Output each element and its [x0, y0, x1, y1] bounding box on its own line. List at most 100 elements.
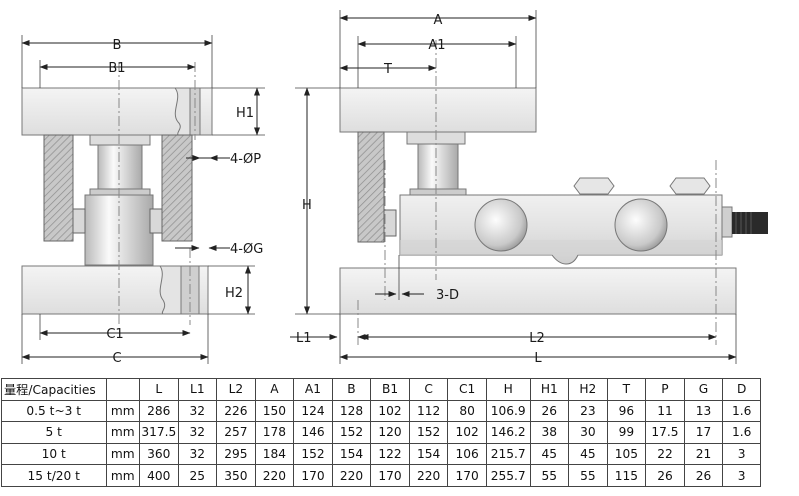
table-cell: 10 t [1, 442, 107, 466]
left-bracket [43, 134, 74, 242]
table-cell: 115 [606, 464, 647, 487]
label-H: H [302, 198, 312, 213]
table-cell: 102 [447, 421, 487, 444]
side-bracket-nut [383, 209, 397, 237]
right-nut [149, 208, 163, 234]
table-cell: 3 [722, 464, 761, 487]
table-cell: 220 [254, 464, 295, 487]
table-cell: 257 [216, 421, 256, 444]
table-cell: mm [105, 464, 140, 487]
table-cell: 32 [177, 421, 218, 444]
table-cell: mm [105, 399, 140, 423]
label-L2: L2 [529, 331, 545, 346]
table-cell: 220 [408, 464, 449, 487]
header-A1: A1 [293, 378, 333, 401]
table-cell: 170 [370, 464, 410, 487]
table-cell: 3 [722, 442, 761, 466]
label-P: 4-ØP [230, 152, 261, 167]
header-unit [105, 378, 140, 401]
left-nut [72, 208, 86, 234]
side-view: A A1 T H 3-D L1 L2 L [290, 10, 768, 366]
table-cell: 17 [683, 421, 724, 444]
header-H: H [485, 378, 531, 401]
side-pin [417, 143, 459, 190]
table-cell: 55 [568, 464, 608, 487]
bolt-head-1 [573, 177, 615, 195]
header-capacities: 量程/Capacities [1, 378, 107, 401]
table-cell: 32 [177, 442, 218, 466]
label-H1: H1 [236, 106, 254, 121]
table-cell: 26 [683, 464, 724, 487]
header-C: C [408, 378, 449, 401]
label-H2: H2 [225, 286, 243, 301]
strain-disc-right [614, 198, 668, 252]
table-row: 15 t/20 t mm 400 25 350 220 170 220 170 … [1, 464, 761, 487]
table-cell: 102 [370, 399, 410, 423]
table-cell: 99 [606, 421, 647, 444]
table-cell: 5 t [1, 421, 107, 444]
table-cell: 152 [408, 421, 449, 444]
table-cell: 286 [138, 399, 179, 423]
table-cell: 255.7 [485, 464, 531, 487]
table-cell: 122 [370, 442, 410, 466]
table-cell: 55 [529, 464, 570, 487]
pin-base [89, 188, 151, 196]
label-B: B [113, 38, 122, 53]
label-C1: C1 [106, 327, 123, 342]
header-L2: L2 [216, 378, 256, 401]
table-cell: mm [105, 421, 140, 444]
table-cell: 1.6 [722, 399, 761, 423]
table-cell: 21 [683, 442, 724, 466]
table-row: 5 t mm 317.5 32 257 178 146 152 120 152 … [1, 421, 761, 444]
table-cell: 317.5 [138, 421, 179, 444]
table-cell: 170 [447, 464, 487, 487]
label-L1: L1 [296, 331, 312, 346]
table-cell: 128 [331, 399, 372, 423]
header-H2: H2 [568, 378, 608, 401]
table-cell: 17.5 [645, 421, 685, 444]
table-cell: 0.5 t~3 t [1, 399, 107, 423]
table-cell: 360 [138, 442, 179, 466]
table-cell: 80 [447, 399, 487, 423]
header-P: P [645, 378, 685, 401]
header-A: A [254, 378, 295, 401]
label-D: 3-D [436, 288, 459, 303]
table-cell: 152 [293, 442, 333, 466]
label-A: A [434, 13, 443, 28]
table-cell: 146 [293, 421, 333, 444]
beam-lower-strip [400, 240, 722, 255]
header-D: D [722, 378, 761, 401]
table-row: 10 t mm 360 32 295 184 152 154 122 154 1… [1, 442, 761, 466]
table-header-row: 量程/Capacities L L1 L2 A A1 B B1 C C1 H H… [1, 378, 761, 401]
table-cell: 26 [529, 399, 570, 423]
side-pin-base [409, 188, 467, 196]
table-cell: 11 [645, 399, 685, 423]
table-cell: 170 [293, 464, 333, 487]
label-A1: A1 [428, 38, 445, 53]
table-cell: 154 [408, 442, 449, 466]
table-cell: 154 [331, 442, 372, 466]
table-cell: 25 [177, 464, 218, 487]
table-cell: 1.6 [722, 421, 761, 444]
table-cell: 106 [447, 442, 487, 466]
table-cell: 400 [138, 464, 179, 487]
table-cell: 112 [408, 399, 449, 423]
side-top-plate [339, 87, 537, 133]
table-cell: 32 [177, 399, 218, 423]
right-bracket [161, 134, 193, 242]
strain-disc-left [474, 198, 528, 252]
header-B: B [331, 378, 372, 401]
top-pin [97, 144, 143, 190]
table-cell: 13 [683, 399, 724, 423]
dimension-table: 量程/Capacities L L1 L2 A A1 B B1 C C1 H H… [1, 378, 761, 487]
table-cell: 45 [529, 442, 570, 466]
table-cell: 295 [216, 442, 256, 466]
table-cell: 15 t/20 t [1, 464, 107, 487]
table-cell: 38 [529, 421, 570, 444]
header-L1: L1 [177, 378, 218, 401]
table-cell: 184 [254, 442, 295, 466]
table-cell: 350 [216, 464, 256, 487]
cable-gland [721, 206, 733, 238]
table-cell: 45 [568, 442, 608, 466]
label-B1: B1 [108, 61, 125, 76]
